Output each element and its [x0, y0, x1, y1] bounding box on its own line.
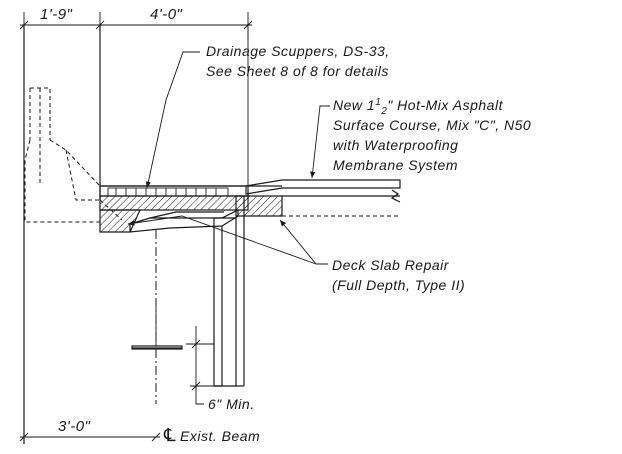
asphalt-note-line4: Membrane System [333, 157, 458, 173]
deck-repair-leader-left [127, 215, 317, 265]
beam-centerline-symbol: ℄ [163, 425, 176, 445]
asphalt-note-line3: with Waterproofing [333, 137, 458, 153]
deck-note-line1: Deck Slab Repair [332, 257, 450, 273]
dimension-bottom: 3'-0" [58, 418, 91, 435]
scuppers-note-line1: Drainage Scuppers, DS-33, [206, 43, 390, 59]
scupper-grate [107, 187, 229, 197]
scuppers-note-line2: See Sheet 8 of 8 for details [206, 63, 389, 79]
asphalt-leader [310, 105, 330, 179]
existing-beam [131, 230, 183, 404]
scupper-body [129, 196, 245, 387]
min-clearance-label: 6" Min. [208, 396, 255, 412]
asphalt-note-prefix: New 1 [333, 97, 375, 113]
asphalt-fraction-numerator: 1 [375, 97, 381, 108]
asphalt-fraction-denominator: 2 [380, 106, 387, 117]
asphalt-note-line1: New 112" Hot-Mix Asphalt [333, 97, 504, 117]
min-clearance-dimension: 6" Min. [186, 326, 255, 412]
beam-label: Exist. Beam [180, 428, 260, 444]
bottom-dimension: 3'-0" [19, 418, 161, 442]
scuppers-leader [145, 51, 200, 189]
dimension-left-top: 1'-9" [40, 6, 73, 23]
asphalt-note-suffix: " Hot-Mix Asphalt [387, 97, 503, 113]
asphalt-overlay [245, 179, 401, 217]
top-dimension: 1'-9" 4'-0" [19, 6, 253, 40]
dimension-right-top: 4'-0" [150, 6, 183, 23]
deck-note-line2: (Full Depth, Type II) [332, 277, 465, 293]
asphalt-note-line2: Surface Course, Mix "C", N50 [333, 117, 531, 133]
deck-repair-leader-right [279, 219, 328, 265]
